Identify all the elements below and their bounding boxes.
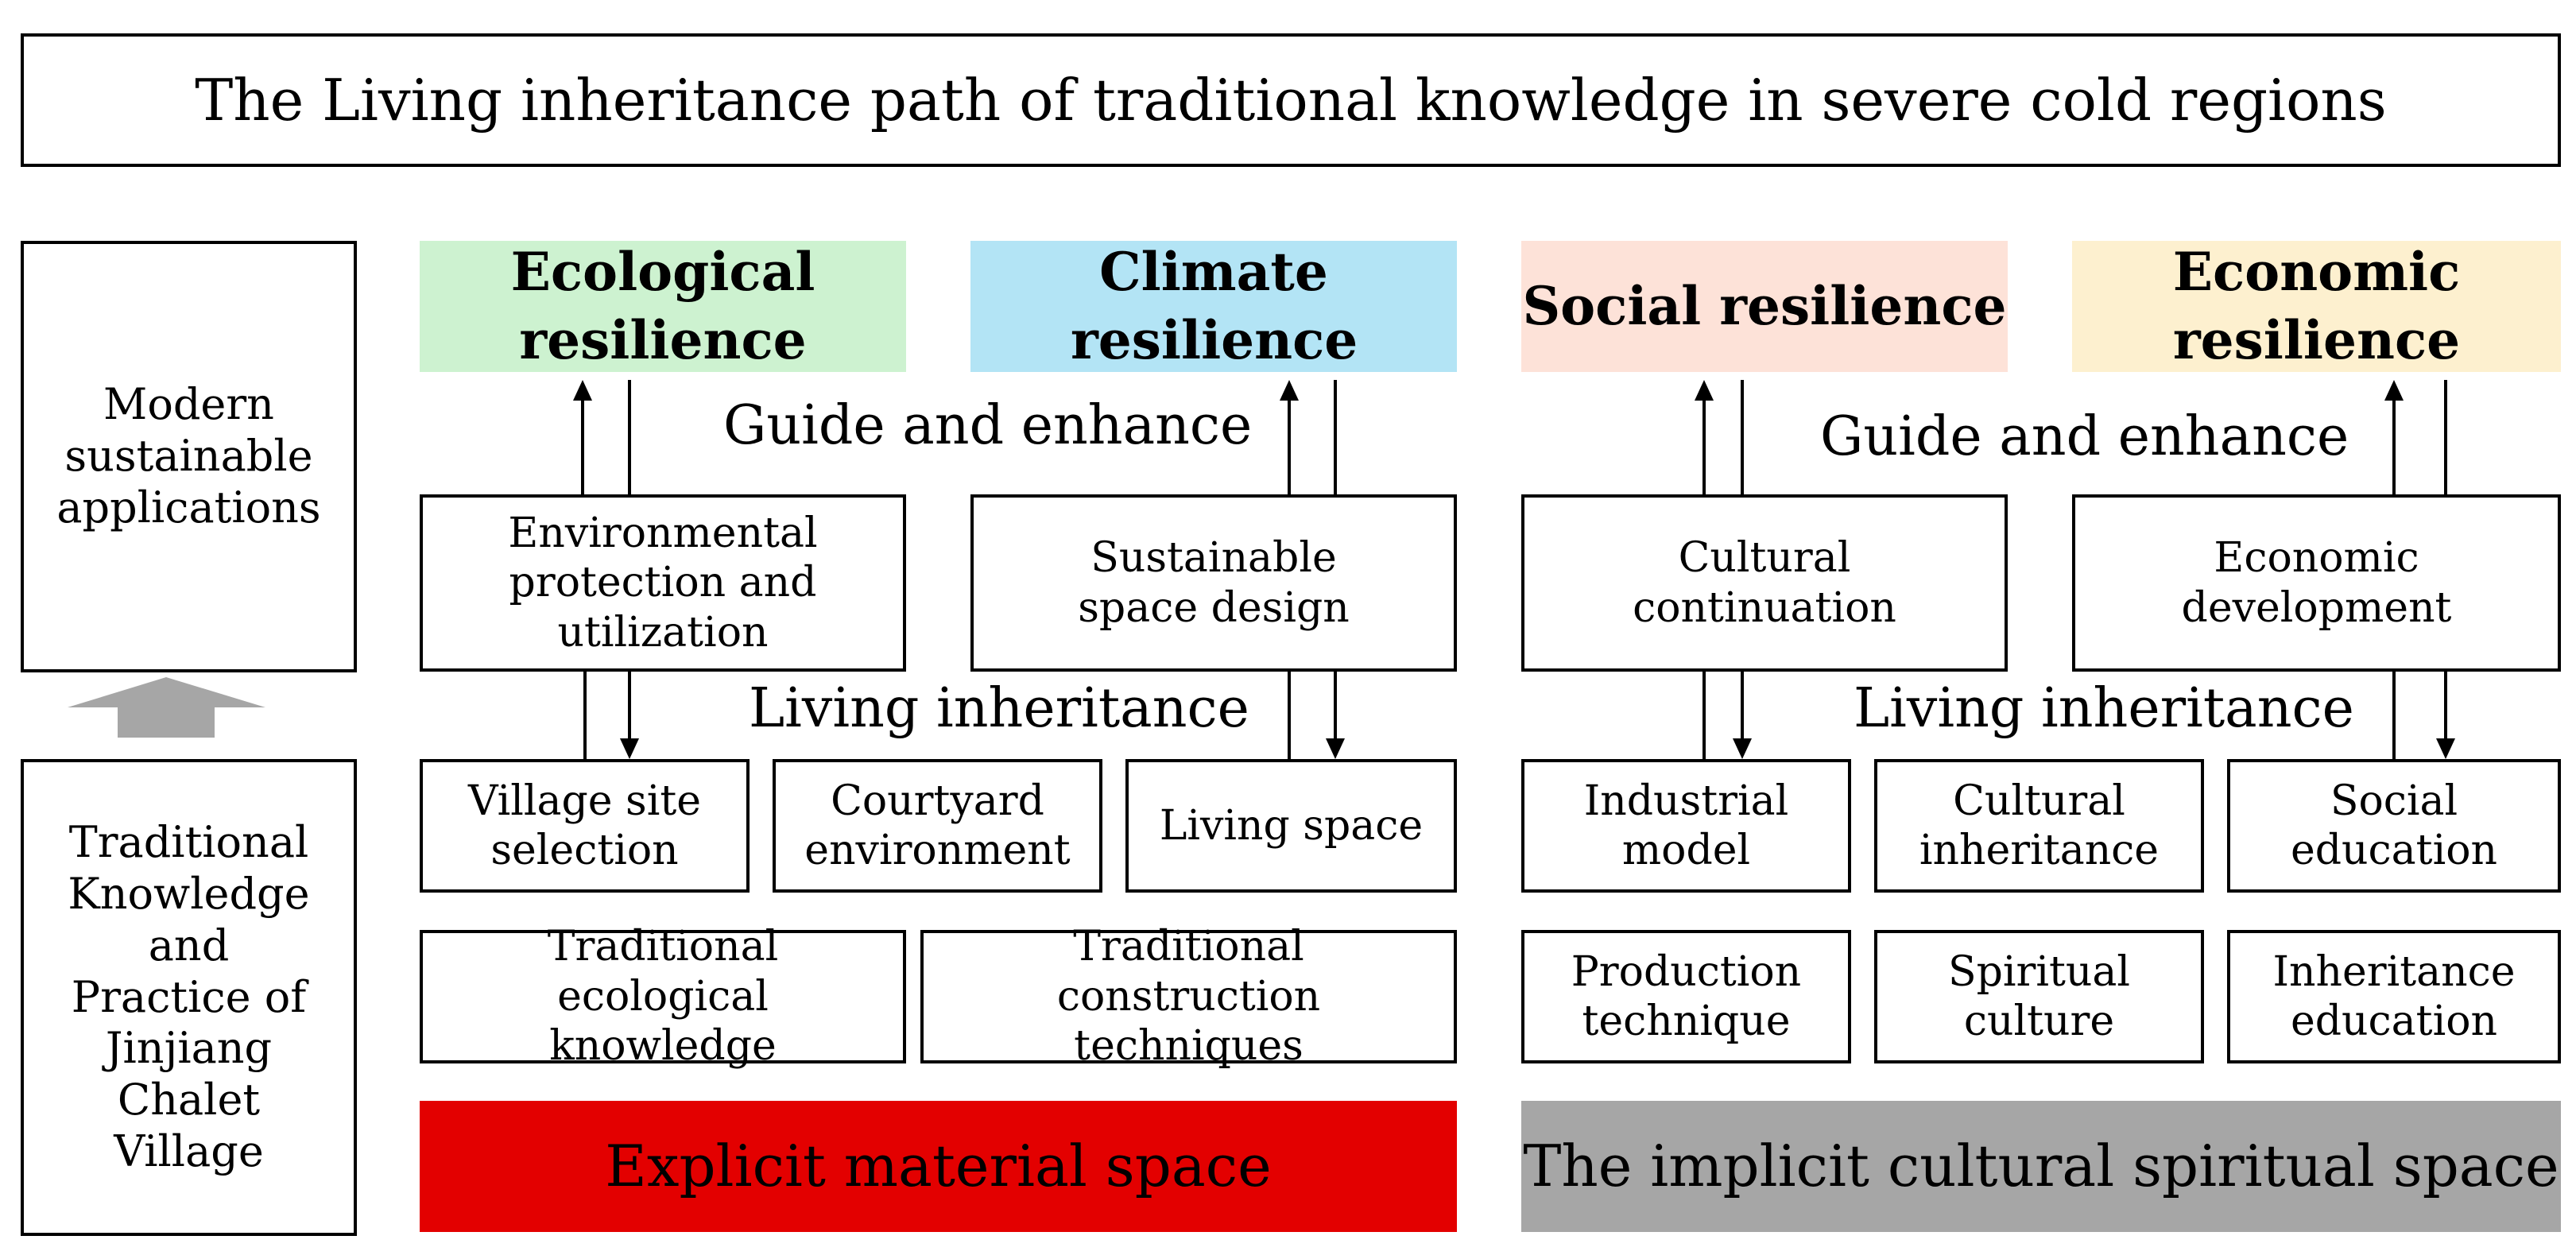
economic-resilience-header: Economic resilience (2072, 241, 2561, 372)
courtyard-environment-text: Courtyard environment (804, 777, 1071, 874)
inheritance-education-box: Inheritance education (2227, 930, 2561, 1063)
diagram-title-text: The Living inheritance path of tradition… (195, 66, 2387, 134)
economic-development-box: Economic development (2072, 494, 2561, 672)
environmental-protection-box: Environmental protection and utilization (420, 494, 906, 672)
implicit-cultural-space-text: The implicit cultural spiritual space (1523, 1132, 2559, 1199)
sustainable-space-box: Sustainable space design (970, 494, 1457, 672)
implicit-cultural-space-bar: The implicit cultural spiritual space (1521, 1101, 2561, 1232)
ecological-resilience-text: Ecological resilience (510, 240, 815, 371)
arrowhead-down (1326, 738, 1345, 759)
guide-enhance-label-left: Guide and enhance (723, 394, 1253, 457)
traditional-construction-techniques-text: Traditional construction techniques (1056, 923, 1321, 1071)
village-site-selection-text: Village site selection (467, 777, 702, 874)
traditional-knowledge-box: Traditional Knowledge and Practice of Ji… (21, 759, 357, 1236)
ecological-resilience-header: Ecological resilience (420, 241, 906, 372)
climate-resilience-header: Climate resilience (970, 241, 1457, 372)
diagram-title: The Living inheritance path of tradition… (21, 33, 2561, 167)
explicit-material-space-bar: Explicit material space (420, 1101, 1457, 1232)
village-site-selection-box: Village site selection (420, 759, 750, 893)
arrowhead-down (620, 738, 639, 759)
production-technique-box: Production technique (1521, 930, 1851, 1063)
inheritance-education-text: Inheritance education (2272, 947, 2516, 1045)
living-space-text: Living space (1159, 801, 1424, 850)
traditional-ecological-knowledge-text: Traditional ecological knowledge (547, 923, 779, 1071)
arrowhead-up (2384, 380, 2404, 401)
climate-resilience-text: Climate resilience (1071, 240, 1358, 371)
living-space-box: Living space (1125, 759, 1457, 893)
gray-up-arrow (68, 677, 265, 738)
arrowhead-up (573, 380, 592, 401)
traditional-construction-techniques-box: Traditional construction techniques (920, 923, 1457, 1070)
sustainable-space-text: Sustainable space design (1078, 534, 1350, 632)
arrowhead-down (1733, 738, 1752, 759)
spiritual-culture-box: Spiritual culture (1874, 930, 2204, 1063)
cultural-continuation-text: Cultural continuation (1633, 534, 1896, 632)
living-inheritance-label-left: Living inheritance (749, 677, 1249, 740)
economic-development-text: Economic development (2181, 534, 2452, 632)
social-education-box: Social education (2227, 759, 2561, 893)
modern-applications-text: Modern sustainable applications (56, 379, 321, 533)
modern-applications-box: Modern sustainable applications (21, 241, 357, 672)
traditional-knowledge-text: Traditional Knowledge and Practice of Ji… (68, 817, 310, 1176)
environmental-protection-text: Environmental protection and utilization (508, 509, 818, 657)
social-education-text: Social education (2291, 777, 2497, 874)
spiritual-culture-text: Spiritual culture (1947, 947, 2131, 1045)
cultural-inheritance-text: Cultural inheritance (1919, 777, 2160, 874)
traditional-ecological-knowledge-box: Traditional ecological knowledge (420, 923, 906, 1070)
cultural-continuation-box: Cultural continuation (1521, 494, 2008, 672)
production-technique-text: Production technique (1571, 947, 1802, 1045)
industrial-model-text: Industrial model (1583, 777, 1789, 874)
living-inheritance-label-right: Living inheritance (1854, 677, 2354, 740)
arrowhead-down (2436, 738, 2455, 759)
arrowhead-up (1695, 380, 1714, 401)
explicit-material-space-text: Explicit material space (605, 1132, 1272, 1199)
arrowhead-up (1280, 380, 1299, 401)
cultural-inheritance-box: Cultural inheritance (1874, 759, 2204, 893)
social-resilience-text: Social resilience (1522, 274, 2007, 337)
guide-enhance-label-right: Guide and enhance (1820, 405, 2349, 468)
courtyard-environment-box: Courtyard environment (773, 759, 1102, 893)
industrial-model-box: Industrial model (1521, 759, 1851, 893)
social-resilience-header: Social resilience (1521, 241, 2008, 372)
economic-resilience-text: Economic resilience (2172, 240, 2461, 371)
